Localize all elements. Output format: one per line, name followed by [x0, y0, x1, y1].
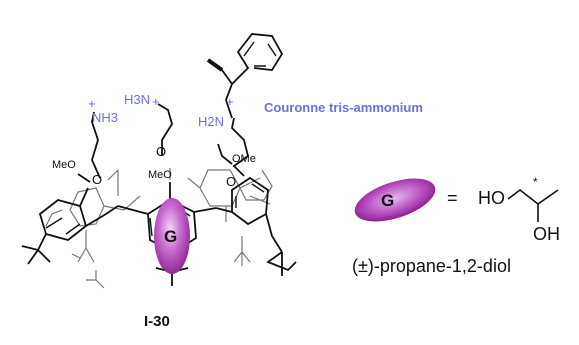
guest-name: (±)-propane-1,2-diol: [352, 256, 511, 276]
diol-stereo-mark: *: [533, 175, 538, 189]
o-right-label: O: [226, 174, 236, 189]
compound-id: I-30: [144, 313, 170, 330]
nh3-mid-label: H3N: [124, 92, 150, 107]
guest-ellipse-legend: [354, 178, 436, 222]
nh3-left-label: NH3: [92, 110, 118, 125]
meo-center-o-label: O: [156, 144, 166, 159]
nh3-mid-charge: +: [152, 94, 160, 109]
o-left-label: O: [92, 172, 102, 187]
calixarene-front-framework: [21, 33, 297, 286]
guest-label-legend: G: [381, 191, 394, 210]
diol-ho-label: HO: [478, 188, 505, 208]
meo-center-label: MeO: [148, 169, 172, 181]
nh3-left-charge: +: [88, 96, 96, 111]
meo-left-label: MeO: [52, 159, 76, 171]
calixarene-back-framework: [45, 168, 273, 289]
guest-label-in-host: G: [164, 227, 177, 246]
guest-ellipse-in-host: [154, 198, 190, 274]
nh2-charge: +: [226, 94, 234, 109]
diol-oh-label: OH: [533, 224, 560, 244]
nh2-label: H2N: [198, 114, 224, 129]
crown-label: Couronne tris-ammonium: [264, 100, 423, 115]
diol-skeleton: [507, 188, 559, 222]
ome-right-label: OMe: [232, 153, 256, 165]
guest-legend: G = HO OH * (±)-propane-1,2-diol: [352, 175, 560, 276]
equals-sign: =: [447, 188, 458, 208]
